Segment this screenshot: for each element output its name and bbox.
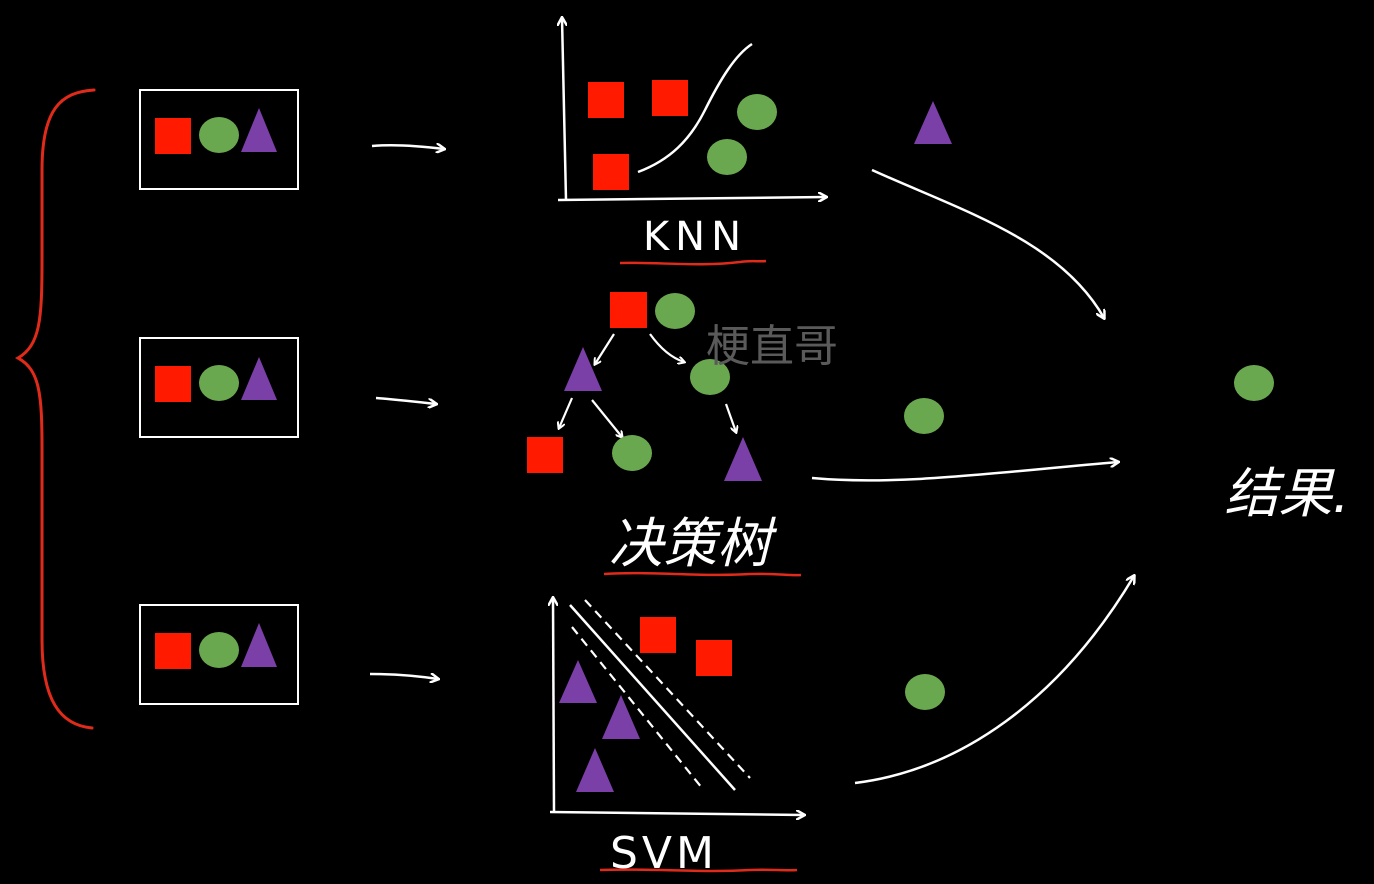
svm-underline [599,868,798,873]
knn-label: KNN [643,214,747,260]
arrow-icon [375,396,436,404]
knn-underline [619,259,767,266]
circle-icon [199,632,239,668]
sample-box-3 [139,604,299,705]
svm-margin-line [571,626,703,789]
square-icon [652,80,688,116]
circle-icon [199,365,239,401]
decision-curve [637,42,753,174]
circle-icon [199,117,239,153]
circle-icon [707,139,747,175]
arrow-icon [854,576,1134,785]
result-label: 结果. [1224,462,1349,525]
circle-icon [612,435,652,471]
sample-box-2 [139,337,299,438]
triangle-icon [241,623,277,667]
circle-icon [904,398,944,434]
arrow-icon [871,168,1104,318]
square-icon [593,154,629,190]
curly-brace [14,88,96,730]
square-icon [588,82,624,118]
arrow-icon [811,462,1118,482]
tree-underline [603,571,802,577]
triangle-icon [576,748,614,792]
sample-box-1 [139,89,299,190]
square-icon [640,617,676,653]
knn-plot [558,18,826,200]
square-icon [610,292,647,328]
square-icon [155,118,191,154]
circle-icon [1234,365,1274,401]
triangle-icon [724,437,762,481]
square-icon [155,366,191,402]
circle-icon [737,94,777,130]
svm-margin-line [584,599,751,779]
triangle-icon [559,660,597,703]
svm-plot [550,598,804,815]
triangle-icon [241,357,277,400]
watermark: 梗直哥 [706,321,838,372]
arrow-icon [369,672,438,679]
triangle-icon [602,695,640,739]
triangle-icon [564,347,602,391]
arrow-icon [371,145,444,149]
triangle-icon [914,101,952,144]
circle-icon [905,674,945,710]
tree-label: 决策树 [609,512,778,575]
triangle-icon [241,108,277,152]
square-icon [155,633,191,669]
circle-icon [655,293,695,329]
square-icon [696,640,732,676]
decision-tree [527,292,762,481]
svm-hyperplane [569,604,736,791]
circle-icon [690,359,730,395]
square-icon [527,437,563,473]
